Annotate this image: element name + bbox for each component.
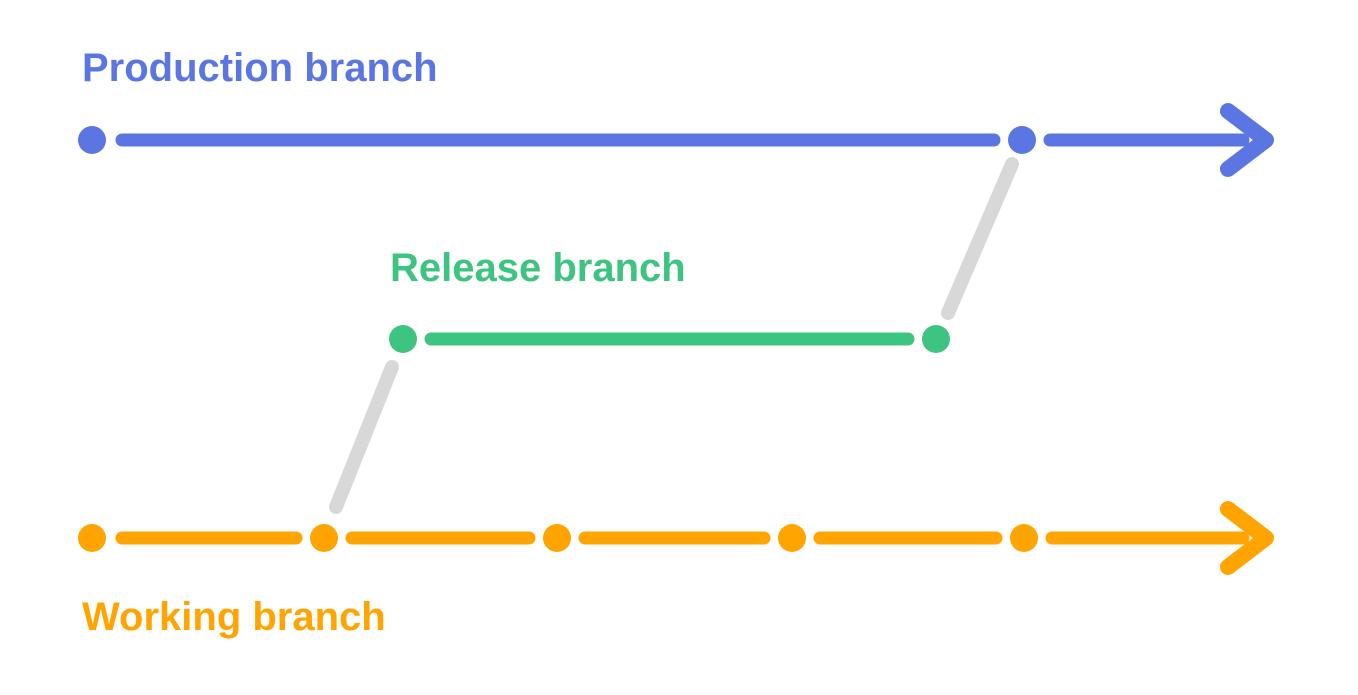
release-branch: Release branch bbox=[389, 246, 950, 353]
working-commit-dots bbox=[78, 524, 1038, 552]
commit-dot bbox=[310, 524, 338, 552]
production-branch-line bbox=[115, 103, 1274, 177]
production-branch: Production branch bbox=[78, 46, 1274, 177]
release-branch-label: Release branch bbox=[390, 246, 686, 290]
commit-dot bbox=[78, 126, 106, 154]
commit-dot bbox=[922, 325, 950, 353]
connector-working-to-release bbox=[329, 360, 399, 514]
connector-release-to-production bbox=[941, 157, 1019, 320]
release-commit-dots bbox=[389, 325, 950, 353]
working-branch: Working branch bbox=[78, 501, 1274, 639]
merge-connectors bbox=[329, 157, 1019, 514]
working-branch-label: Working branch bbox=[82, 595, 386, 639]
working-branch-line bbox=[115, 501, 1274, 575]
arrow-right-icon bbox=[1220, 501, 1274, 575]
production-branch-label: Production branch bbox=[82, 46, 438, 90]
commit-dot bbox=[543, 524, 571, 552]
commit-dot bbox=[778, 524, 806, 552]
arrow-right-icon bbox=[1220, 103, 1274, 177]
commit-dot bbox=[1010, 524, 1038, 552]
commit-dot bbox=[389, 325, 417, 353]
commit-dot bbox=[78, 524, 106, 552]
production-commit-dots bbox=[78, 126, 1036, 154]
commit-dot bbox=[1008, 126, 1036, 154]
